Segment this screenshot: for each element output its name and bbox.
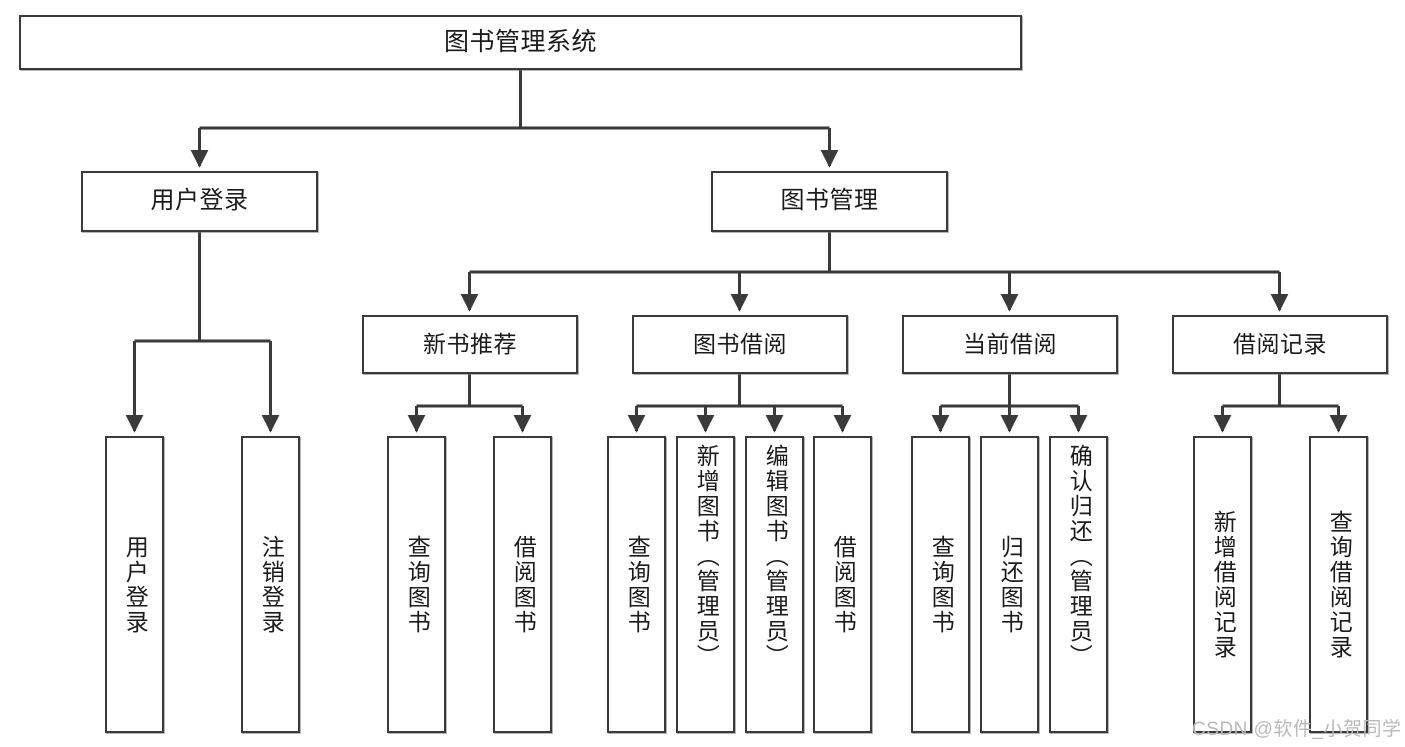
node-label: 当前借阅 xyxy=(963,330,1057,357)
leaf-current-return-book[interactable]: 归还图书 xyxy=(980,436,1039,733)
node-borrow-record[interactable]: 借阅记录 xyxy=(1172,315,1388,374)
leaf-current-confirm-return[interactable]: 确认归还（管理员） xyxy=(1049,436,1108,733)
node-label: 新增借阅记录 xyxy=(1210,509,1237,660)
node-label: 新增图书（管理员） xyxy=(693,444,720,669)
leaf-borrow-add-book[interactable]: 新增图书（管理员） xyxy=(676,436,735,733)
node-label: 图书借阅 xyxy=(693,330,787,357)
leaf-new-book-query[interactable]: 查询图书 xyxy=(387,436,446,733)
node-user-login[interactable]: 用户登录 xyxy=(81,171,318,232)
node-book-management[interactable]: 图书管理 xyxy=(711,171,948,232)
node-label: 新书推荐 xyxy=(423,330,517,357)
node-label: 用户登录 xyxy=(150,187,249,215)
node-label: 借阅图书 xyxy=(510,534,537,635)
node-label: 用户登录 xyxy=(122,534,149,635)
csdn-watermark: CSDN @软件_小贺同学 xyxy=(1192,719,1402,740)
leaf-user-logout[interactable]: 注销登录 xyxy=(241,436,300,733)
leaf-current-query-book[interactable]: 查询图书 xyxy=(911,436,970,733)
leaf-user-login[interactable]: 用户登录 xyxy=(105,436,164,733)
node-label: 查询借阅记录 xyxy=(1326,509,1353,660)
node-current-borrow[interactable]: 当前借阅 xyxy=(902,315,1118,374)
node-label: 查询图书 xyxy=(404,534,431,635)
leaf-record-query[interactable]: 查询借阅记录 xyxy=(1309,436,1368,733)
leaf-borrow-borrow-book[interactable]: 借阅图书 xyxy=(813,436,872,733)
node-label: 归还图书 xyxy=(997,534,1024,635)
leaf-record-add[interactable]: 新增借阅记录 xyxy=(1193,436,1252,733)
node-book-borrow[interactable]: 图书借阅 xyxy=(632,315,848,374)
node-new-book-recommend[interactable]: 新书推荐 xyxy=(362,315,578,374)
node-label: 确认归还（管理员） xyxy=(1066,444,1093,669)
node-label: 编辑图书（管理员） xyxy=(762,444,789,669)
node-root-system[interactable]: 图书管理系统 xyxy=(19,15,1022,70)
node-label: 图书管理系统 xyxy=(443,27,597,56)
node-label: 图书管理 xyxy=(780,187,879,215)
leaf-borrow-query-book[interactable]: 查询图书 xyxy=(607,436,666,733)
node-label: 查询图书 xyxy=(928,534,955,635)
node-label: 注销登录 xyxy=(258,534,285,635)
node-label: 查询图书 xyxy=(624,534,651,635)
node-label: 借阅记录 xyxy=(1233,330,1327,357)
leaf-new-book-borrow[interactable]: 借阅图书 xyxy=(493,436,552,733)
leaf-borrow-edit-book[interactable]: 编辑图书（管理员） xyxy=(745,436,804,733)
node-label: 借阅图书 xyxy=(830,534,857,635)
